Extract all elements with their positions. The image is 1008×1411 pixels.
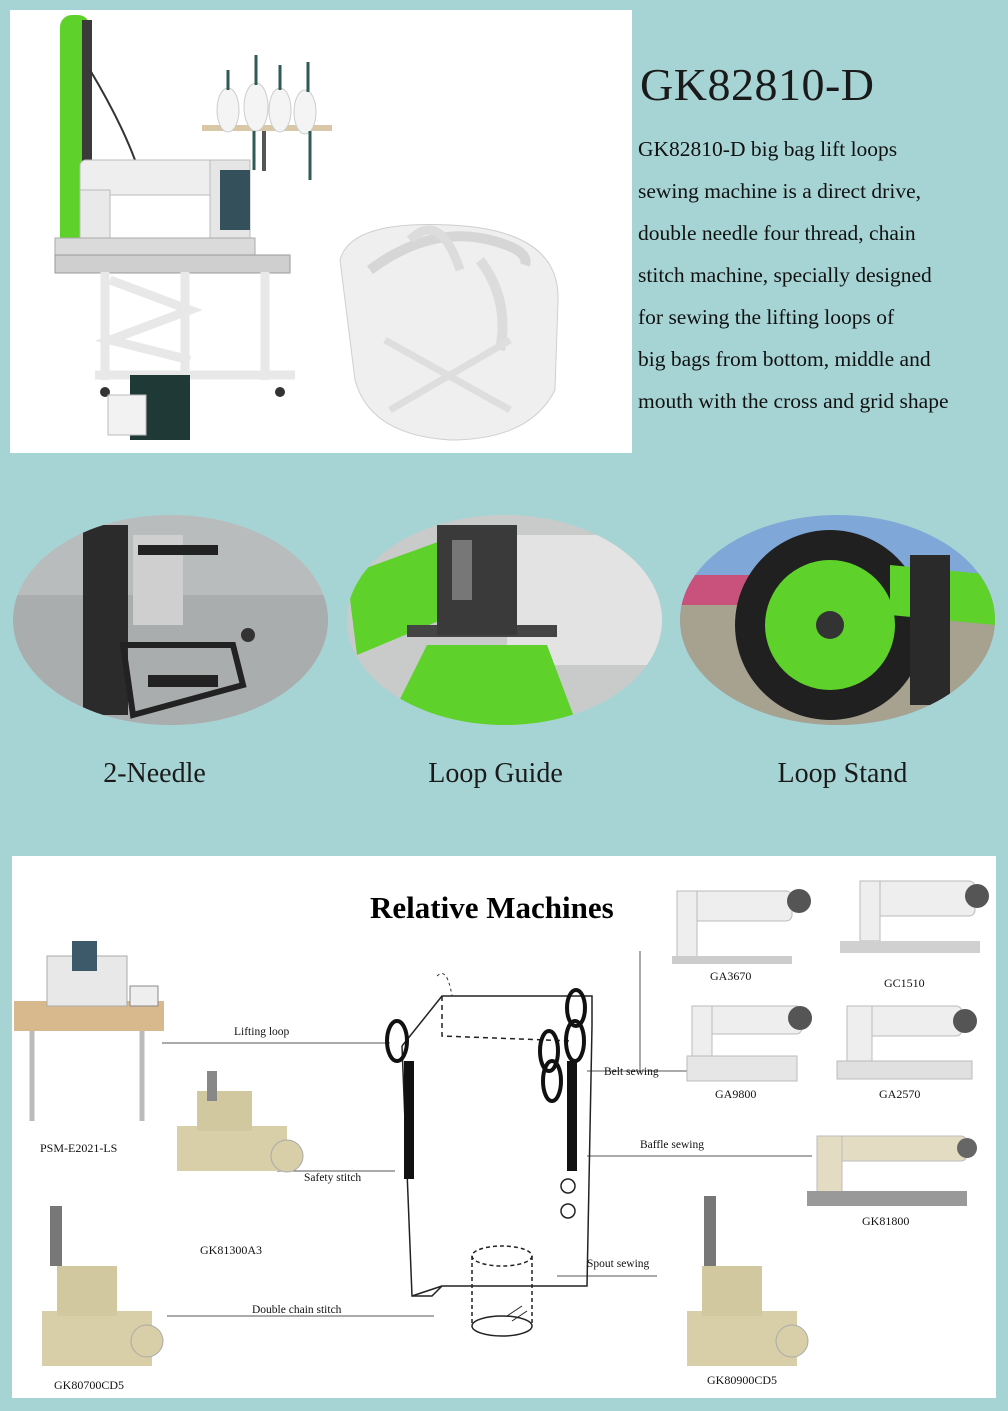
description-line: big bags from bottom, middle and bbox=[638, 347, 931, 371]
relative-machines-title: Relative Machines bbox=[370, 890, 614, 925]
feature-label-loop-stand: Loop Stand bbox=[777, 758, 908, 789]
feature-loop-guide-photo bbox=[347, 515, 662, 725]
product-title: GK82810-D bbox=[640, 59, 875, 110]
machine-label-gk81300: GK81300A3 bbox=[200, 1243, 262, 1257]
machine-label-ga9800: GA9800 bbox=[715, 1087, 757, 1101]
relative-machines-panel: Relative Machines PSM-E2021-LS GK81300A3… bbox=[12, 856, 996, 1398]
stitch-label-baffle: Baffle sewing bbox=[640, 1139, 704, 1151]
machine-label-gk81800: GK81800 bbox=[862, 1214, 910, 1228]
machine-label-gc1510: GC1510 bbox=[884, 976, 925, 990]
description-line: mouth with the cross and grid shape bbox=[638, 389, 949, 413]
machine-label-psm: PSM-E2021-LS bbox=[40, 1141, 118, 1155]
machine-label-gk80700: GK80700CD5 bbox=[54, 1378, 125, 1392]
feature-label-two-needle: 2-Needle bbox=[103, 758, 206, 789]
stitch-label-lifting-loop: Lifting loop bbox=[234, 1026, 290, 1038]
sewing-machine-illustration bbox=[54, 15, 559, 441]
description-line: GK82810-D big bag lift loops bbox=[638, 137, 898, 161]
feature-two-needle-photo bbox=[13, 515, 328, 725]
description-line: for sewing the lifting loops of bbox=[638, 305, 895, 329]
description-line: sewing machine is a direct drive, bbox=[638, 179, 921, 203]
feature-label-loop-guide: Loop Guide bbox=[428, 758, 563, 789]
stitch-label-spout: Spout sewing bbox=[587, 1258, 650, 1270]
relative-machines-diagram bbox=[14, 880, 989, 1366]
machine-label-ga3670: GA3670 bbox=[710, 969, 752, 983]
machine-label-gk80900: GK80900CD5 bbox=[707, 1373, 778, 1387]
stitch-label-double-chain: Double chain stitch bbox=[252, 1304, 342, 1316]
stitch-label-safety: Safety stitch bbox=[304, 1172, 362, 1184]
product-description: GK82810-D big bag lift loops sewing mach… bbox=[638, 128, 1008, 422]
stitch-label-belt: Belt sewing bbox=[604, 1066, 659, 1078]
hero-product-photo bbox=[10, 10, 632, 453]
machine-label-ga2570: GA2570 bbox=[879, 1087, 921, 1101]
description-line: stitch machine, specially designed bbox=[638, 263, 932, 287]
feature-loop-stand-photo bbox=[680, 515, 995, 725]
description-line: double needle four thread, chain bbox=[638, 221, 916, 245]
